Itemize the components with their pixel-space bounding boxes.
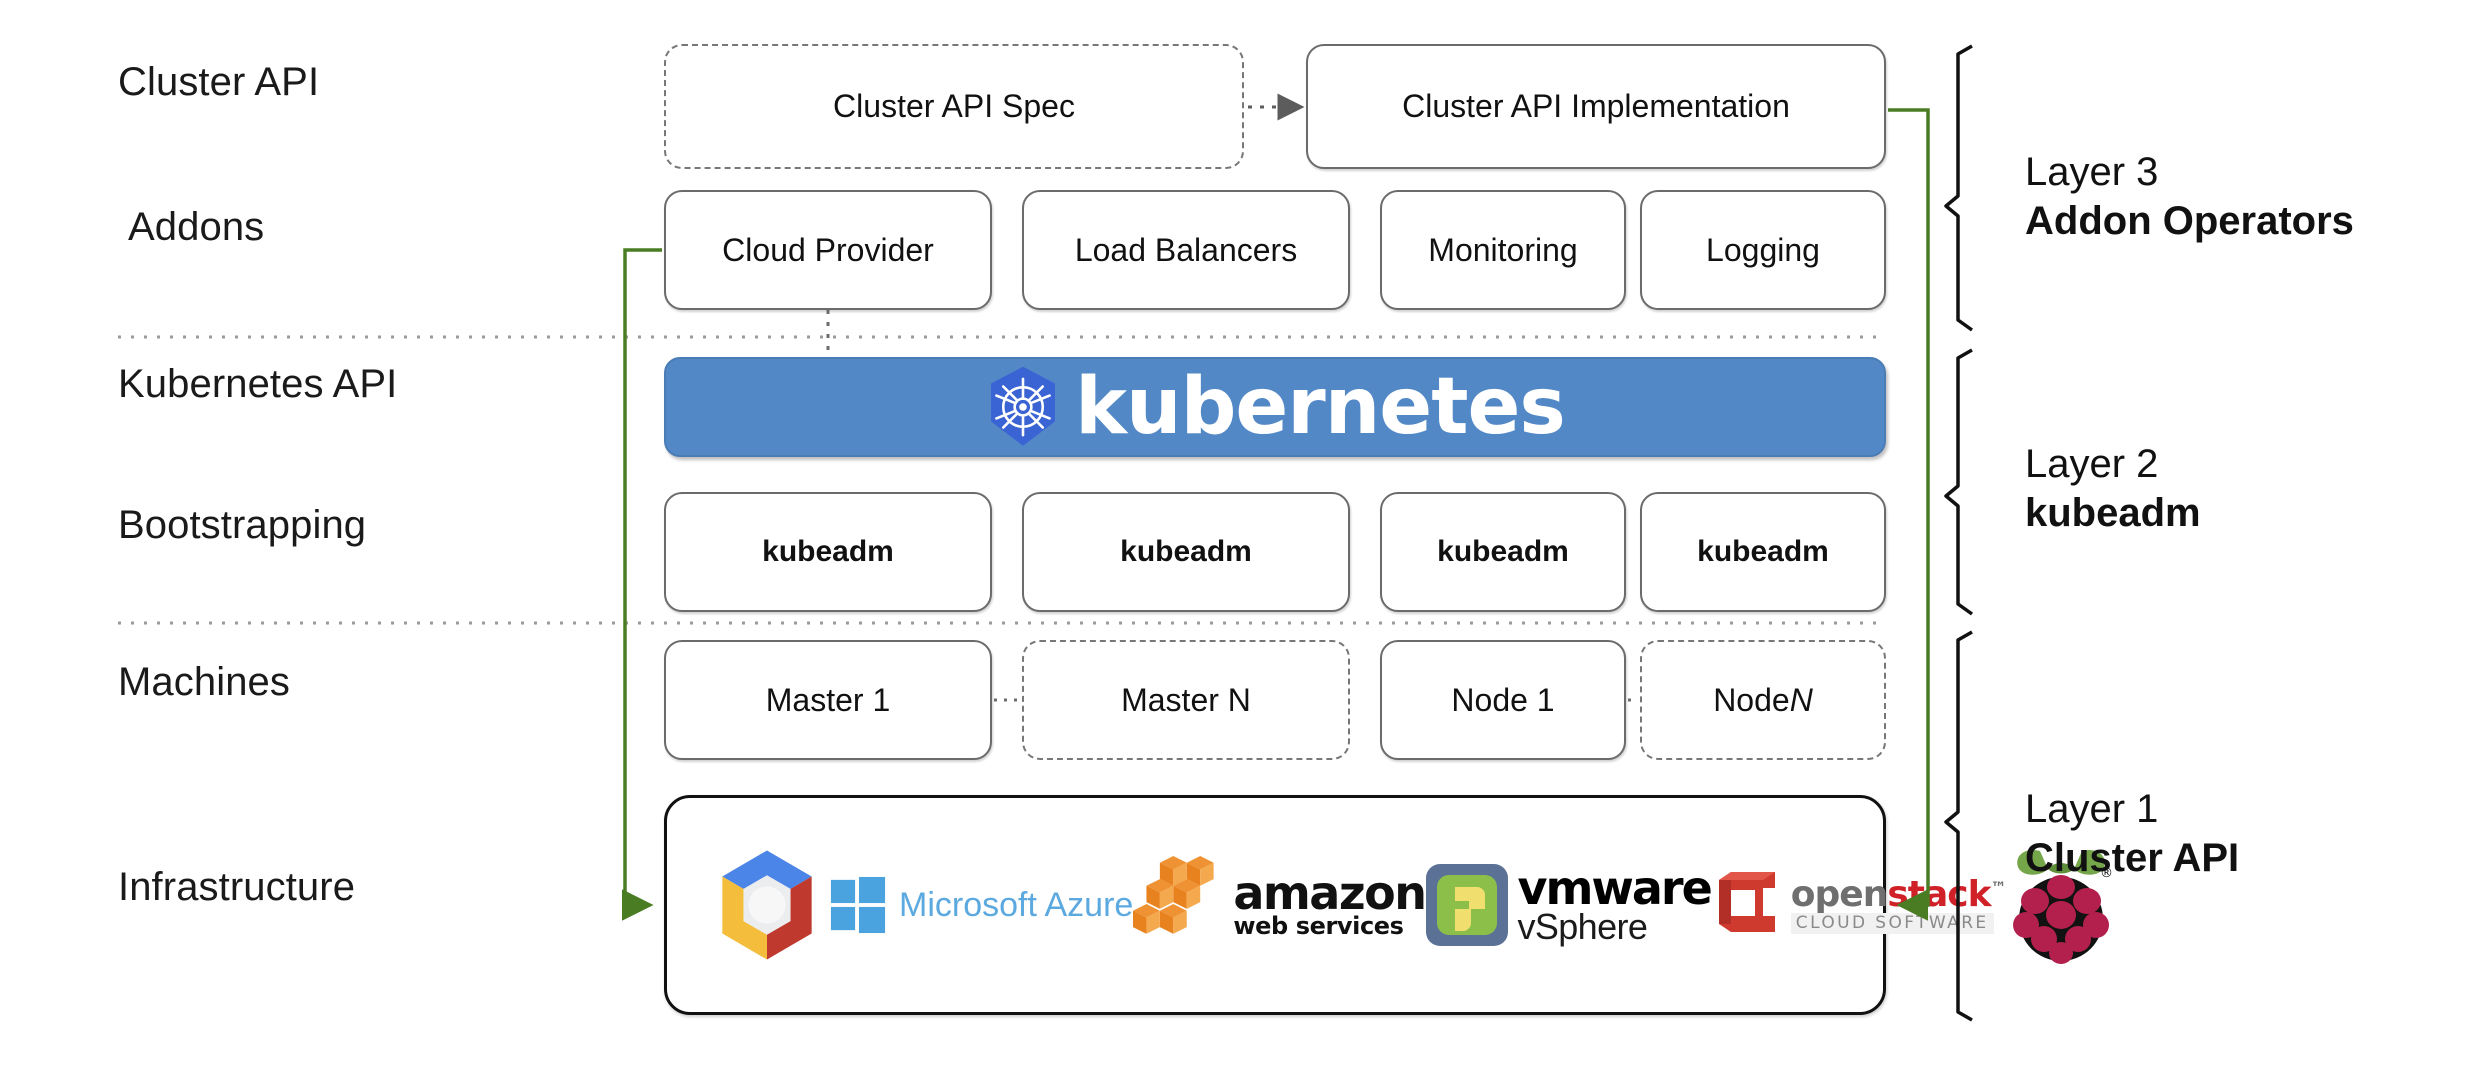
row-label-addons: Addons bbox=[128, 205, 265, 249]
layer-2-line2: kubeadm bbox=[2025, 490, 2201, 535]
svg-text:®: ® bbox=[2100, 866, 2113, 881]
brace-layer-2 bbox=[1944, 348, 1974, 616]
green-path-right bbox=[1888, 108, 1930, 921]
logo-openstack-text-open: open bbox=[1790, 873, 1889, 915]
node-cluster-api-implementation[interactable]: Cluster API Implementation bbox=[1306, 44, 1886, 169]
logo-aws-text-bottom: web services bbox=[1233, 912, 1404, 941]
logo-openstack-text-bottom: CLOUD SOFTWARE bbox=[1790, 912, 1994, 934]
layer-caption-2: Layer 2 kubeadm bbox=[2025, 440, 2201, 538]
row-label-cluster-api: Cluster API bbox=[118, 60, 320, 104]
logo-raspberry-pi[interactable]: ® bbox=[2006, 845, 2116, 965]
layer-caption-3: Layer 3 Addon Operators bbox=[2025, 148, 2354, 246]
logo-aws-text-top: amazon bbox=[1233, 866, 1427, 921]
node-node-n-label: Node bbox=[1713, 681, 1790, 718]
logo-vmware-text-bottom: vSphere bbox=[1517, 905, 1648, 947]
kubernetes-wordmark: kubernetes bbox=[1075, 362, 1566, 452]
node-load-balancers[interactable]: Load Balancers bbox=[1022, 190, 1350, 310]
node-node-n[interactable]: Node N bbox=[1640, 640, 1886, 760]
node-node-1[interactable]: Node 1 bbox=[1380, 640, 1626, 760]
layer-3-line2: Addon Operators bbox=[2025, 198, 2354, 243]
logo-microsoft-azure-text: Microsoft Azure bbox=[899, 885, 1134, 924]
row-label-kubernetes-api: Kubernetes API bbox=[118, 362, 398, 406]
logo-vmware-text-top: vmware bbox=[1517, 861, 1712, 916]
node-node-n-italic: N bbox=[1789, 681, 1813, 718]
node-logging[interactable]: Logging bbox=[1640, 190, 1886, 310]
node-cluster-api-spec[interactable]: Cluster API Spec bbox=[664, 44, 1244, 169]
row-label-infrastructure: Infrastructure bbox=[118, 865, 356, 909]
node-kubeadm-2[interactable]: kubeadm bbox=[1022, 492, 1350, 612]
kubernetes-logo-icon bbox=[985, 365, 1061, 449]
brace-layer-3 bbox=[1944, 44, 1974, 332]
row-label-bootstrapping: Bootstrapping bbox=[118, 503, 367, 547]
row-label-machines: Machines bbox=[118, 660, 290, 704]
logo-google-cloud-platform[interactable] bbox=[705, 845, 829, 965]
layer-1-line1: Layer 1 bbox=[2025, 787, 2159, 831]
logo-openstack-tm: ™ bbox=[1990, 877, 2007, 897]
logo-openstack-text-stack: stack bbox=[1887, 873, 1991, 915]
infrastructure-container[interactable]: Microsoft Azure bbox=[664, 795, 2113, 1015]
logo-vmware-vsphere[interactable]: vmware vSphere bbox=[1425, 845, 1713, 965]
layer-2-line1: Layer 2 bbox=[2025, 442, 2159, 486]
node-monitoring[interactable]: Monitoring bbox=[1380, 190, 1626, 310]
logo-openstack[interactable]: openstack™ CLOUD SOFTWARE bbox=[1711, 845, 2007, 965]
node-kubeadm-4[interactable]: kubeadm bbox=[1640, 492, 1886, 612]
layer-3-line1: Layer 3 bbox=[2025, 150, 2159, 194]
layer-caption-1: Layer 1 Cluster API bbox=[2025, 785, 2239, 883]
node-master-n[interactable]: Master N bbox=[1022, 640, 1350, 760]
green-path-left bbox=[622, 248, 662, 921]
node-kubeadm-3[interactable]: kubeadm bbox=[1380, 492, 1626, 612]
node-master-1[interactable]: Master 1 bbox=[664, 640, 992, 760]
node-kubeadm-1[interactable]: kubeadm bbox=[664, 492, 992, 612]
node-cloud-provider[interactable]: Cloud Provider bbox=[664, 190, 992, 310]
kubernetes-banner[interactable]: kubernetes bbox=[664, 357, 1886, 457]
layer-1-line2: Cluster API bbox=[2025, 835, 2240, 880]
logo-microsoft-azure[interactable]: Microsoft Azure bbox=[829, 845, 1133, 965]
logo-amazon-web-services[interactable]: amazon web services bbox=[1133, 845, 1427, 965]
